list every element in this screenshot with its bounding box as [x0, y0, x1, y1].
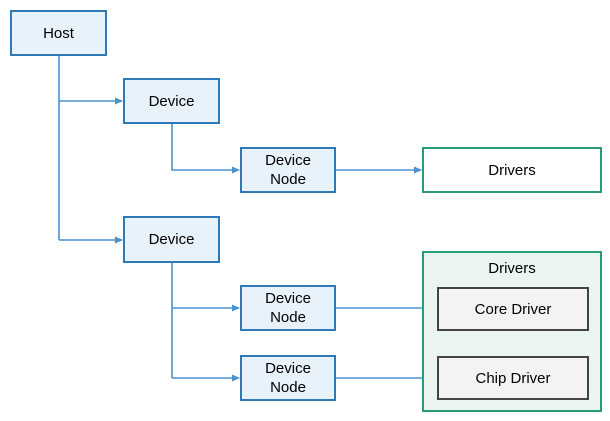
- device-node-1: Device: [123, 78, 220, 124]
- device-node-box-1: Device Node: [240, 147, 336, 193]
- host-label: Host: [43, 24, 74, 42]
- drivers-label-1: Drivers: [488, 161, 536, 179]
- connector-device1-node1: [171, 124, 240, 174]
- device-node-box-2: Device Node: [240, 285, 336, 331]
- core-driver-box: Core Driver: [437, 287, 589, 331]
- device-node-box-3: Device Node: [240, 355, 336, 401]
- device-node-label-3: Device Node: [265, 360, 311, 396]
- drivers-group-label: Drivers: [488, 260, 536, 277]
- chip-driver-box: Chip Driver: [437, 356, 589, 400]
- device-label-1: Device: [148, 92, 195, 110]
- device-node-label-1: Device Node: [265, 152, 311, 188]
- host-node: Host: [10, 10, 107, 56]
- chip-driver-label: Chip Driver: [475, 369, 551, 387]
- device-label-2: Device: [148, 231, 195, 248]
- drivers-box-1: Drivers: [422, 147, 602, 193]
- device-node-label-2: Device Node: [265, 290, 311, 326]
- device-node-2: Device: [123, 216, 220, 263]
- core-driver-label: Core Driver: [474, 300, 552, 318]
